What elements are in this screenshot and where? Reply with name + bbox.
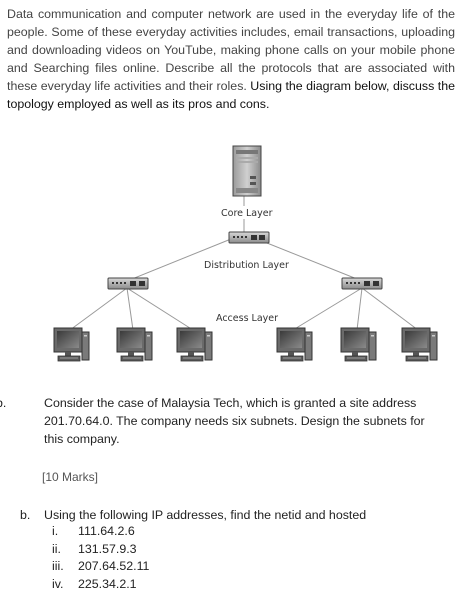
distribution-layer-label: Distribution Layer	[204, 260, 289, 271]
list-item: iv. 225.34.2.1	[52, 576, 149, 594]
network-topology-diagram: Core Layer Distribution Layer Access Lay…	[53, 145, 438, 362]
intro-emphasis: Using the diagram below, discuss the top…	[7, 79, 455, 111]
question-text-line1: Consider the case of Malaysia Tech, whic…	[44, 396, 417, 410]
computer-icon	[116, 327, 153, 362]
list-number: i.	[52, 524, 59, 538]
computer-icon	[401, 327, 438, 362]
intro-text: Data communication and computer network …	[7, 7, 455, 93]
list-number: iv.	[52, 576, 64, 591]
question-label: b.	[20, 508, 31, 522]
question-b-ip: b. Using the following IP addresses, find…	[20, 506, 366, 524]
computer-icon	[176, 327, 213, 362]
marks-label: [10 Marks]	[42, 470, 99, 484]
distribution-switch-left-icon	[107, 277, 149, 290]
ip-address: 207.64.52.11	[78, 559, 150, 573]
computer-icon	[53, 327, 90, 362]
question-b-subnets: b. Consider the case of Malaysia Tech, wh…	[0, 394, 450, 448]
intro-paragraph: Data communication and computer network …	[7, 5, 455, 113]
question-text-line2: 201.70.64.0. The company needs six subne…	[44, 414, 425, 428]
question-label: b.	[0, 396, 7, 410]
server-icon	[232, 145, 262, 197]
access-layer-label: Access Layer	[216, 313, 278, 324]
ip-address: 131.57.9.3	[78, 541, 137, 556]
list-item: i. 111.64.2.6	[52, 523, 149, 541]
question-text: Using the following IP addresses, find t…	[44, 508, 367, 522]
list-item: ii. 131.57.9.3	[52, 541, 149, 559]
list-number: ii.	[52, 541, 61, 556]
question-text-line3: this company.	[44, 432, 120, 446]
ip-address: 111.64.2.6	[78, 524, 135, 538]
ip-address-list: i. 111.64.2.6 ii. 131.57.9.3 iii. 207.64…	[52, 523, 149, 593]
link-lines	[69, 196, 419, 331]
distribution-switch-right-icon	[341, 277, 383, 290]
ip-address: 225.34.2.1	[78, 576, 137, 591]
list-number: iii.	[52, 559, 64, 573]
core-layer-label: Core Layer	[221, 208, 273, 219]
core-switch-icon	[228, 231, 270, 244]
list-item: iii. 207.64.52.11	[52, 558, 149, 576]
computer-icon	[276, 327, 313, 362]
computer-icon	[340, 327, 377, 362]
